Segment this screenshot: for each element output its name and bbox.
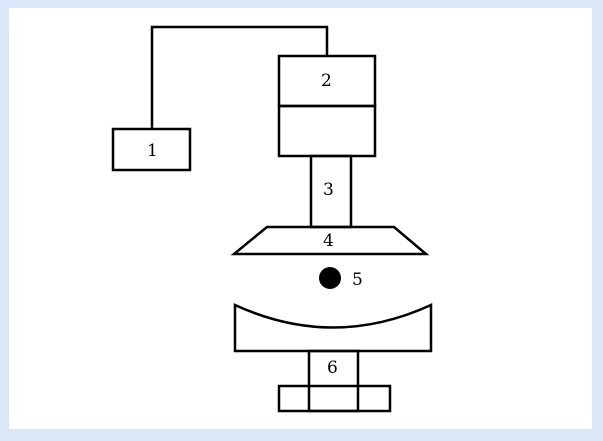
diagram-panel	[9, 8, 592, 429]
label-1: 1	[147, 141, 158, 161]
part-1-box	[111, 127, 192, 172]
part-5-ball	[319, 267, 341, 289]
base-plate	[277, 384, 392, 413]
label-5: 5	[352, 270, 363, 290]
lower-anvil	[233, 303, 433, 353]
part-4-upper-platen	[230, 225, 430, 256]
label-4: 4	[323, 231, 334, 251]
label-2: 2	[321, 71, 332, 91]
label-3: 3	[323, 180, 334, 200]
part-2-lower-box	[277, 104, 377, 158]
connecting-wire	[150, 25, 329, 129]
label-6: 6	[327, 358, 338, 378]
